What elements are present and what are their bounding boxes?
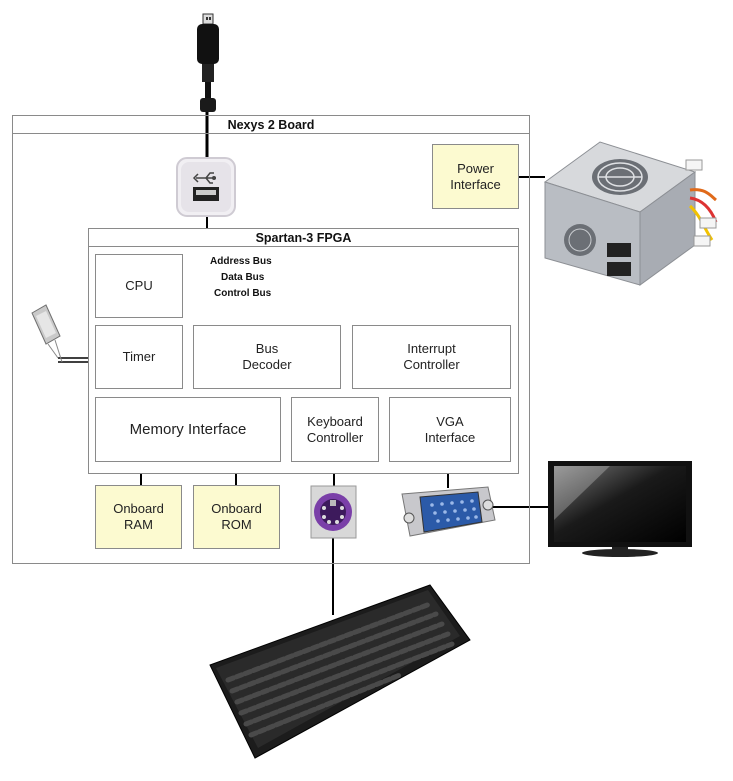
interrupt-controller-block: Interrupt Controller: [352, 325, 511, 389]
vga-interface-block: VGA Interface: [389, 397, 511, 462]
fpga-title: Spartan-3 FPGA: [89, 229, 518, 247]
cpu-block: CPU: [95, 254, 183, 318]
vga-interface-label-line1: VGA: [436, 413, 464, 429]
board-title: Nexys 2 Board: [13, 116, 529, 134]
power-interface-label-line1: Power: [457, 160, 494, 176]
keyboard-controller-label-line1: Keyboard: [307, 413, 363, 429]
keyboard-controller-label-line2: Controller: [306, 429, 364, 445]
onboard-ram-label-line1: Onboard: [113, 501, 164, 516]
bus-decoder-label-line1: Bus: [255, 341, 279, 356]
nexys2-board: Nexys 2 Board: [12, 115, 530, 564]
onboard-rom-block: Onboard ROM: [193, 485, 280, 549]
bus-decoder-label-line2: Decoder: [242, 357, 292, 372]
power-interface-block: Power Interface: [432, 144, 519, 209]
onboard-ram-block: Onboard RAM: [95, 485, 182, 549]
power-interface-label-line2: Interface: [450, 176, 501, 192]
address-bus-label: Address Bus: [210, 256, 272, 267]
cpu-label: CPU: [125, 278, 153, 293]
vga-interface-label-line2: Interface: [424, 429, 476, 445]
keyboard-controller-block: Keyboard Controller: [291, 397, 379, 462]
fpga-title-text: Spartan-3 FPGA: [255, 230, 352, 245]
onboard-ram-label-line2: RAM: [124, 517, 153, 532]
timer-block: Timer: [95, 325, 183, 389]
interrupt-controller-label-line1: Interrupt: [407, 341, 456, 356]
memory-interface-block: Memory Interface: [95, 397, 281, 462]
control-bus-label: Control Bus: [214, 288, 272, 299]
bus-decoder-block: Bus Decoder: [193, 325, 341, 389]
data-bus-label: Data Bus: [221, 272, 265, 283]
onboard-rom-label-line2: ROM: [221, 517, 252, 532]
onboard-rom-label-line1: Onboard: [211, 501, 262, 516]
interrupt-controller-label-line2: Controller: [403, 357, 460, 372]
memory-interface-label: Memory Interface: [129, 420, 247, 438]
timer-label: Timer: [122, 349, 156, 364]
board-title-text: Nexys 2 Board: [227, 117, 315, 132]
